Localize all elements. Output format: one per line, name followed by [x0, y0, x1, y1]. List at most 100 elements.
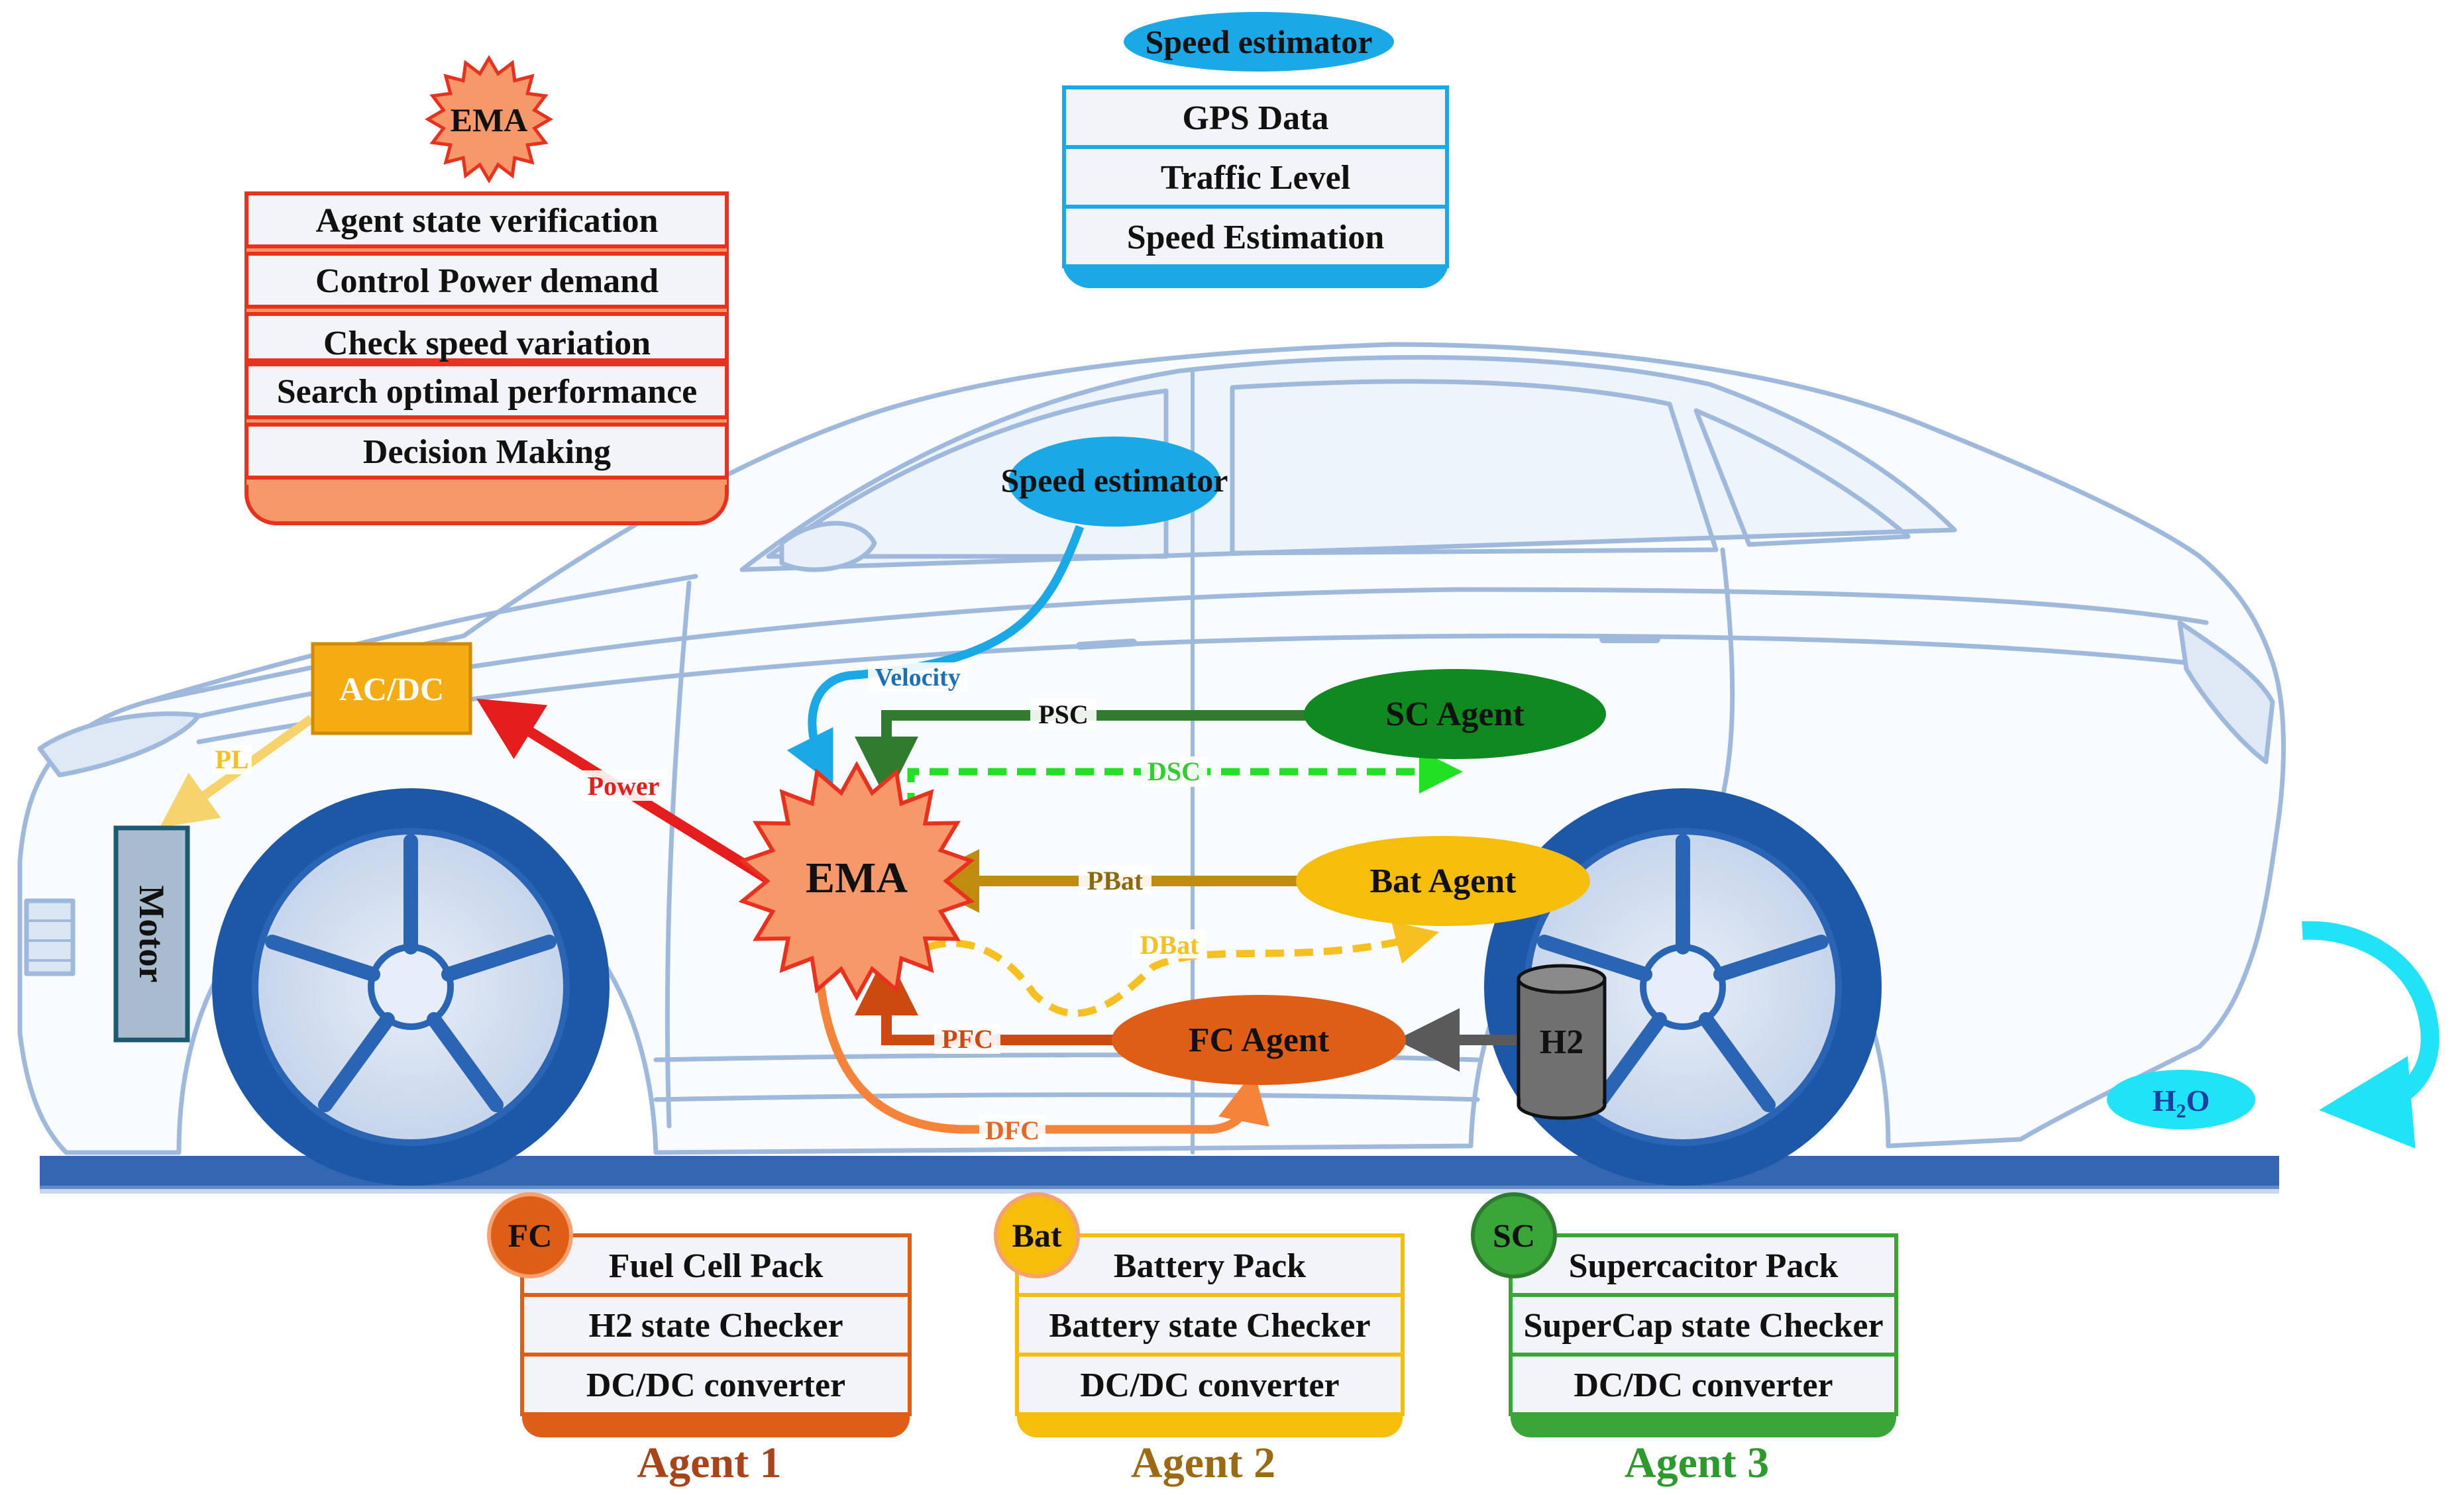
agent-row-label: SuperCap state Checker [1523, 1307, 1883, 1345]
center-nodes: Speed estimator SC Agent Bat Agent FC Ag… [113, 437, 2255, 1129]
sc-agent-node [1304, 669, 1606, 759]
h2-label: H2 [1540, 1023, 1583, 1061]
agent-row-label: H2 state Checker [588, 1307, 843, 1345]
car-lower-line [653, 1092, 1480, 1102]
fc-agent-label: FC Agent [1189, 1021, 1330, 1059]
power-arrow [476, 698, 785, 892]
dfc-arrow [814, 960, 1269, 1134]
agent-row-label: DC/DC converter [1080, 1366, 1339, 1404]
car-headlight [37, 711, 201, 778]
agent-row-box [1015, 1233, 1405, 1297]
car-side-mirror [779, 521, 877, 572]
pbat-label: PBat [1087, 866, 1144, 896]
car-shoulder-line [170, 587, 2209, 725]
psc-arrow [855, 710, 1305, 800]
speed-estimator-node [1008, 437, 1220, 527]
ema-row-5: Decision Making [363, 433, 611, 471]
speed-row-1: GPS Data [1183, 99, 1329, 137]
road-highlight [40, 1186, 2279, 1194]
bat-agent-label: Bat Agent [1370, 862, 1517, 900]
pfc-arrow [855, 952, 1113, 1045]
ema-center-label: EMA [806, 854, 908, 902]
agent-badge-label: FC [508, 1217, 553, 1254]
h2o-main: H [2153, 1084, 2176, 1117]
acdc-box [311, 642, 472, 735]
agent-row-label: Battery Pack [1114, 1247, 1306, 1285]
speed-row-2: Traffic Level [1161, 159, 1350, 197]
h2o-loop-arrow [2302, 921, 2439, 1149]
car-illustration [17, 342, 2286, 1194]
agent-row-box [1509, 1293, 1898, 1357]
psc-label: PSC [1038, 699, 1089, 729]
h2o-label: H2O [2153, 1084, 2210, 1122]
dsc-label: DSC [1148, 756, 1201, 786]
sc-agent-label: SC Agent [1385, 696, 1525, 733]
car-front-door [665, 580, 692, 1129]
flow-labels: Velocity PSC DSC PBat DBat PFC DFC Power… [212, 662, 1207, 1145]
car-rear-window [1230, 379, 1719, 556]
car-belt-line [196, 633, 2242, 745]
dbat-arrow [926, 921, 1440, 1017]
ema-row-2: Control Power demand [315, 262, 659, 300]
power-label: Power [588, 771, 660, 801]
car-hood-line [143, 574, 698, 705]
ema-panel: Agent state verification Control Power d… [244, 55, 729, 525]
ema-star-node [738, 760, 975, 1002]
dfc-label: DFC [985, 1115, 1040, 1145]
agent-row-label: DC/DC converter [586, 1366, 845, 1404]
agent-row-label: DC/DC converter [1574, 1366, 1833, 1404]
motor-label: Motor [132, 886, 172, 983]
h2o-node [2107, 1070, 2255, 1129]
agent-row-label: Battery state Checker [1049, 1307, 1370, 1345]
dbat-label: DBat [1140, 930, 1200, 960]
ema-row-3: Check speed variation [323, 325, 651, 362]
motor-box [113, 825, 190, 1043]
ema-panel-rows: Agent state verification Control Power d… [244, 191, 729, 480]
h2o-sub: 2 [2176, 1100, 2186, 1122]
speed-row-3: Speed Estimation [1127, 219, 1385, 256]
h2-tank-icon: H2 [1517, 964, 1607, 1120]
agent-name-label: Agent 3 [1625, 1439, 1769, 1487]
agent-row-label: Fuel Cell Pack [609, 1247, 824, 1285]
bat-agent-node [1296, 836, 1590, 926]
ema-badge-label: EMA [451, 101, 528, 138]
agent-badge [1471, 1192, 1557, 1278]
agent-row-box [1509, 1353, 1898, 1416]
car-quarter-window [1693, 408, 1911, 547]
agent-name-label: Agent 1 [637, 1439, 781, 1487]
agent-badge [994, 1192, 1080, 1278]
pfc-label: PFC [941, 1024, 993, 1054]
car-front-window [766, 388, 1169, 559]
velocity-label: Velocity [875, 664, 960, 692]
agent-row-label: Supercacitor Pack [1569, 1247, 1839, 1285]
agent-row-box [520, 1293, 912, 1357]
car-taillight [2177, 620, 2275, 764]
h2o-tail: O [2186, 1084, 2210, 1117]
agent-row-box [520, 1353, 912, 1416]
acdc-label: AC/DC [339, 670, 444, 707]
agent-row-box [520, 1233, 912, 1297]
ema-badge-star [425, 55, 553, 183]
car-door-handle-front [1076, 639, 1137, 650]
speed-panel: Speed estimator GPS Data Traffic Level S… [1062, 12, 1449, 288]
car-grille [24, 898, 76, 976]
pl-label: PL [215, 745, 248, 774]
agent-badge [487, 1192, 573, 1278]
speed-panel-title: Speed estimator [1146, 23, 1373, 60]
fc-agent-node [1112, 995, 1406, 1085]
ema-row-1: Agent state verification [316, 202, 659, 240]
agent-row-box [1015, 1353, 1405, 1416]
agent-badge-label: Bat [1012, 1217, 1062, 1254]
front-wheel [212, 788, 610, 1186]
car-window-frame [739, 355, 1957, 572]
ema-row-4: Search optimal performance [277, 373, 697, 411]
speed-estimator-label: Speed estimator [1001, 462, 1228, 499]
speed-panel-badge [1124, 12, 1394, 72]
agent-badge-label: SC [1493, 1217, 1535, 1254]
agent-name-label: Agent 2 [1131, 1439, 1275, 1487]
